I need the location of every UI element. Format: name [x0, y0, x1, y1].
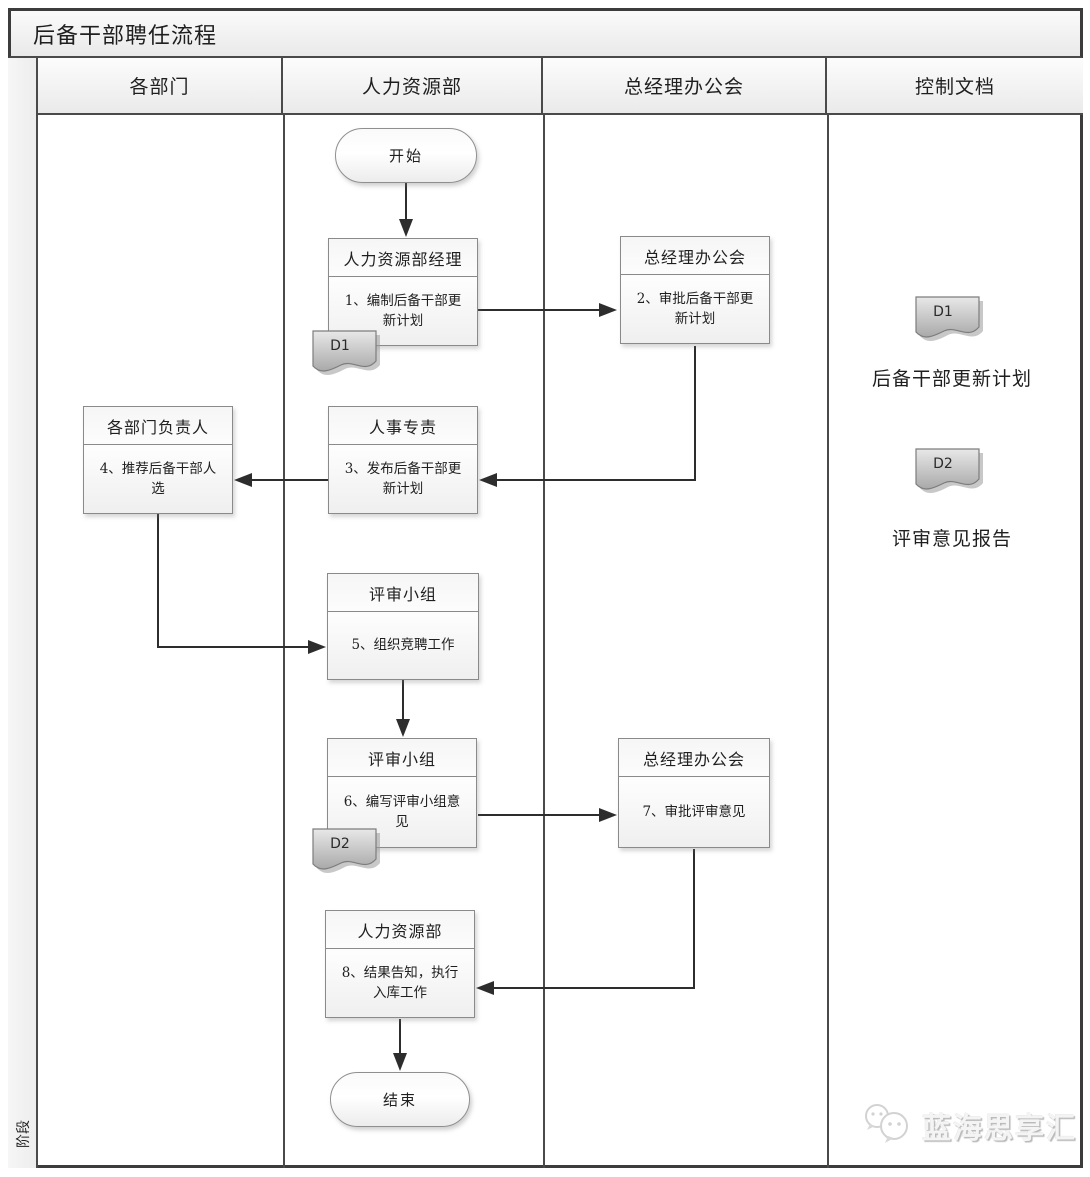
process-step-3: 人事专责 3、发布后备干部更新计划: [328, 406, 478, 514]
process-step-2-action: 2、审批后备干部更新计划: [636, 290, 754, 327]
document-icon-d1-attached: D1: [312, 330, 384, 378]
phase-band: [8, 58, 38, 1168]
lane-divider-2: [543, 115, 545, 1168]
document-icon-d1-legend: D1: [915, 296, 987, 344]
process-step-4-role: 各部门负责人: [84, 407, 232, 445]
end-label: 结束: [382, 1091, 417, 1109]
process-step-5-role: 评审小组: [328, 574, 478, 612]
diagram-title-bar: 后备干部聘任流程: [8, 8, 1083, 58]
process-step-7: 总经理办公会 7、审批评审意见: [618, 738, 770, 848]
process-step-8-action: 8、结果告知，执行入库工作: [341, 964, 459, 1001]
lane-header-gm-office: 总经理办公会: [543, 58, 827, 113]
document-icon-d2-legend: D2: [915, 448, 987, 496]
process-step-4: 各部门负责人 4、推荐后备干部人选: [83, 406, 233, 514]
process-step-1-action: 1、编制后备干部更新计划: [344, 292, 462, 329]
lane-divider-3: [827, 115, 829, 1168]
process-step-2: 总经理办公会 2、审批后备干部更新计划: [620, 236, 770, 344]
process-step-7-action: 7、审批评审意见: [642, 803, 746, 820]
process-step-7-role: 总经理办公会: [619, 739, 769, 777]
process-step-6-role: 评审小组: [328, 739, 476, 777]
legend-d1-id: D1: [933, 304, 953, 320]
process-step-6: 评审小组 6、编写评审小组意见: [327, 738, 477, 848]
process-step-8: 人力资源部 8、结果告知，执行入库工作: [325, 910, 475, 1018]
lane-header-departments: 各部门: [38, 58, 283, 113]
start-node: 开始: [335, 128, 477, 183]
document-icon-d2-attached: D2: [312, 828, 384, 876]
process-step-4-action: 4、推荐后备干部人选: [99, 460, 217, 497]
document-d2-id: D2: [330, 836, 350, 852]
page-title: 后备干部聘任流程: [33, 23, 218, 49]
process-step-6-action: 6、编写评审小组意见: [343, 793, 461, 830]
process-step-5-action: 5、组织竞聘工作: [351, 637, 455, 654]
phase-band-label: 阶段: [16, 1120, 32, 1148]
watermark: 蓝海思享汇: [862, 1102, 1077, 1150]
end-node: 结束: [330, 1072, 470, 1127]
lane-divider-1: [283, 115, 285, 1168]
lane-header-hr: 人力资源部: [283, 58, 543, 113]
chat-bubbles-icon: [862, 1102, 916, 1150]
process-step-2-role: 总经理办公会: [621, 237, 769, 275]
process-step-1-role: 人力资源部经理: [329, 239, 477, 277]
legend-d1-caption: 后备干部更新计划: [872, 368, 1033, 390]
process-step-8-role: 人力资源部: [326, 911, 474, 949]
legend-d2-id: D2: [933, 456, 953, 472]
process-step-3-role: 人事专责: [329, 407, 477, 445]
lane-header-row: 各部门 人力资源部 总经理办公会 控制文档: [38, 58, 1083, 115]
process-step-5: 评审小组 5、组织竞聘工作: [327, 573, 479, 680]
legend-d2-caption: 评审意见报告: [892, 528, 1013, 550]
process-step-1: 人力资源部经理 1、编制后备干部更新计划: [328, 238, 478, 346]
process-step-3-action: 3、发布后备干部更新计划: [344, 460, 462, 497]
start-label: 开始: [388, 147, 423, 165]
watermark-text: 蓝海思享汇: [922, 1111, 1078, 1145]
document-d1-id: D1: [330, 338, 350, 354]
diagram-frame: [8, 8, 1083, 1168]
lane-header-control-docs: 控制文档: [914, 76, 995, 98]
